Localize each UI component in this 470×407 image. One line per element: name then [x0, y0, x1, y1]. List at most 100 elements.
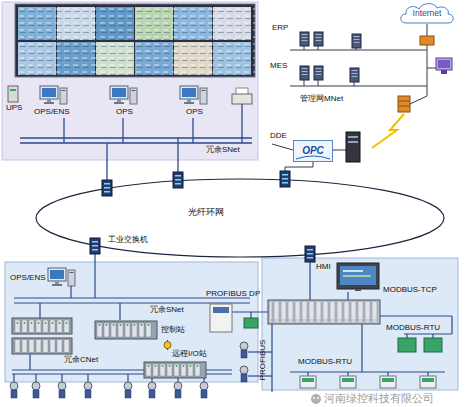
network-label: MODBUS-TCP — [383, 286, 437, 294]
node-label: Internet — [413, 9, 442, 18]
switch-layer — [90, 238, 100, 254]
rack-led — [183, 365, 185, 367]
field-wires — [70, 286, 71, 298]
rack-led — [113, 324, 115, 326]
network-label: MODBUS-RTU — [386, 324, 440, 332]
network-label: MES — [270, 62, 287, 70]
snet-wires — [106, 143, 107, 182]
server-tower — [346, 132, 360, 162]
switch-layer — [173, 172, 183, 188]
controller-rack — [12, 338, 72, 354]
hmi-screen — [340, 266, 376, 285]
fieldbus-wires — [406, 334, 407, 338]
wechat-icon — [311, 394, 321, 404]
operator-area — [2, 2, 258, 160]
node-label: 远程I/O站 — [172, 350, 207, 358]
mnet-wires — [354, 82, 355, 86]
network-illustration — [352, 34, 361, 48]
snet-wires — [241, 104, 242, 143]
rack-led — [176, 365, 178, 367]
mnet-wires — [272, 24, 436, 171]
rack-module — [195, 364, 200, 376]
field-wires — [35, 374, 36, 382]
plc-rack — [268, 300, 380, 324]
drive-unit — [210, 304, 232, 332]
mnet-wires — [427, 24, 428, 96]
field-wires — [177, 378, 178, 382]
mnet-wires — [285, 167, 286, 171]
video-wall — [15, 4, 255, 77]
network-illustration — [300, 66, 309, 80]
rack-module — [153, 364, 158, 376]
rack-frame — [95, 321, 157, 339]
firewall-icon — [398, 96, 410, 112]
field-wires — [39, 303, 40, 318]
rack-led — [190, 365, 192, 367]
fieldbus-wires — [250, 312, 251, 318]
mnet-wires — [272, 144, 293, 150]
network-label: DDE — [270, 132, 287, 140]
rack-module — [160, 364, 165, 376]
snet-wires — [20, 137, 252, 138]
rack-module — [97, 323, 102, 337]
opc-frame — [294, 141, 333, 162]
server-tower — [346, 132, 360, 162]
network-illustration — [180, 86, 207, 104]
rack-module — [111, 323, 116, 337]
rack-module — [139, 323, 144, 337]
office-workstation — [441, 70, 447, 74]
field-wires — [119, 303, 120, 320]
fieldbus-wires — [404, 333, 452, 334]
node-label: OPC — [302, 146, 324, 156]
watermark: 河南绿控科技有限公司 — [324, 393, 434, 404]
network-illustration — [124, 382, 132, 398]
internet-cloud: Internet — [398, 2, 456, 24]
field-wires — [203, 378, 204, 382]
server-tower — [348, 136, 358, 138]
office-workstation — [436, 58, 452, 74]
mnet-wires — [313, 162, 314, 167]
fieldbus-wires — [290, 371, 445, 372]
ups-unit — [8, 86, 18, 102]
io-module — [398, 338, 416, 352]
mnet-wires — [333, 150, 346, 151]
mnet-wires — [318, 80, 319, 86]
hmi-panel: HMI — [315, 262, 381, 292]
rack-led — [141, 324, 143, 326]
rack-led — [148, 324, 150, 326]
hmi-bar — [343, 270, 363, 272]
network-label: MODBUS-RTU — [298, 358, 352, 366]
network-label: OPS/ENS — [34, 108, 70, 116]
switch-layer — [280, 171, 290, 187]
firewall-icon — [398, 106, 410, 107]
field-wires — [13, 374, 14, 382]
office-workstation — [436, 58, 452, 70]
field-wires — [87, 374, 88, 382]
ups-unit — [8, 86, 18, 102]
network-label: PROFIBUS — [259, 340, 267, 381]
firewall-icon — [398, 101, 410, 102]
network-illustration — [174, 382, 182, 398]
mnet-wires — [285, 167, 313, 168]
rack-module — [118, 323, 123, 337]
mnet-wires — [290, 50, 427, 51]
field-wires — [29, 354, 30, 370]
network-illustration — [300, 32, 309, 46]
server-tower — [348, 141, 358, 143]
fieldbus-wires — [347, 292, 348, 300]
firewall-icon — [398, 96, 410, 112]
fiber-converter — [164, 342, 171, 349]
io-module — [424, 338, 442, 352]
mnet-wires — [427, 68, 436, 69]
fiber-ring: 光纤环网 — [35, 178, 445, 258]
video-wall — [15, 4, 255, 77]
rack-module — [188, 364, 193, 376]
network-illustration — [314, 66, 323, 80]
snet-wires — [192, 118, 193, 143]
rack-led — [99, 324, 101, 326]
network-illustration — [240, 366, 248, 382]
hmi-bar — [343, 275, 371, 277]
fieldbus-wires — [387, 372, 388, 376]
wechat-icon — [311, 394, 321, 404]
